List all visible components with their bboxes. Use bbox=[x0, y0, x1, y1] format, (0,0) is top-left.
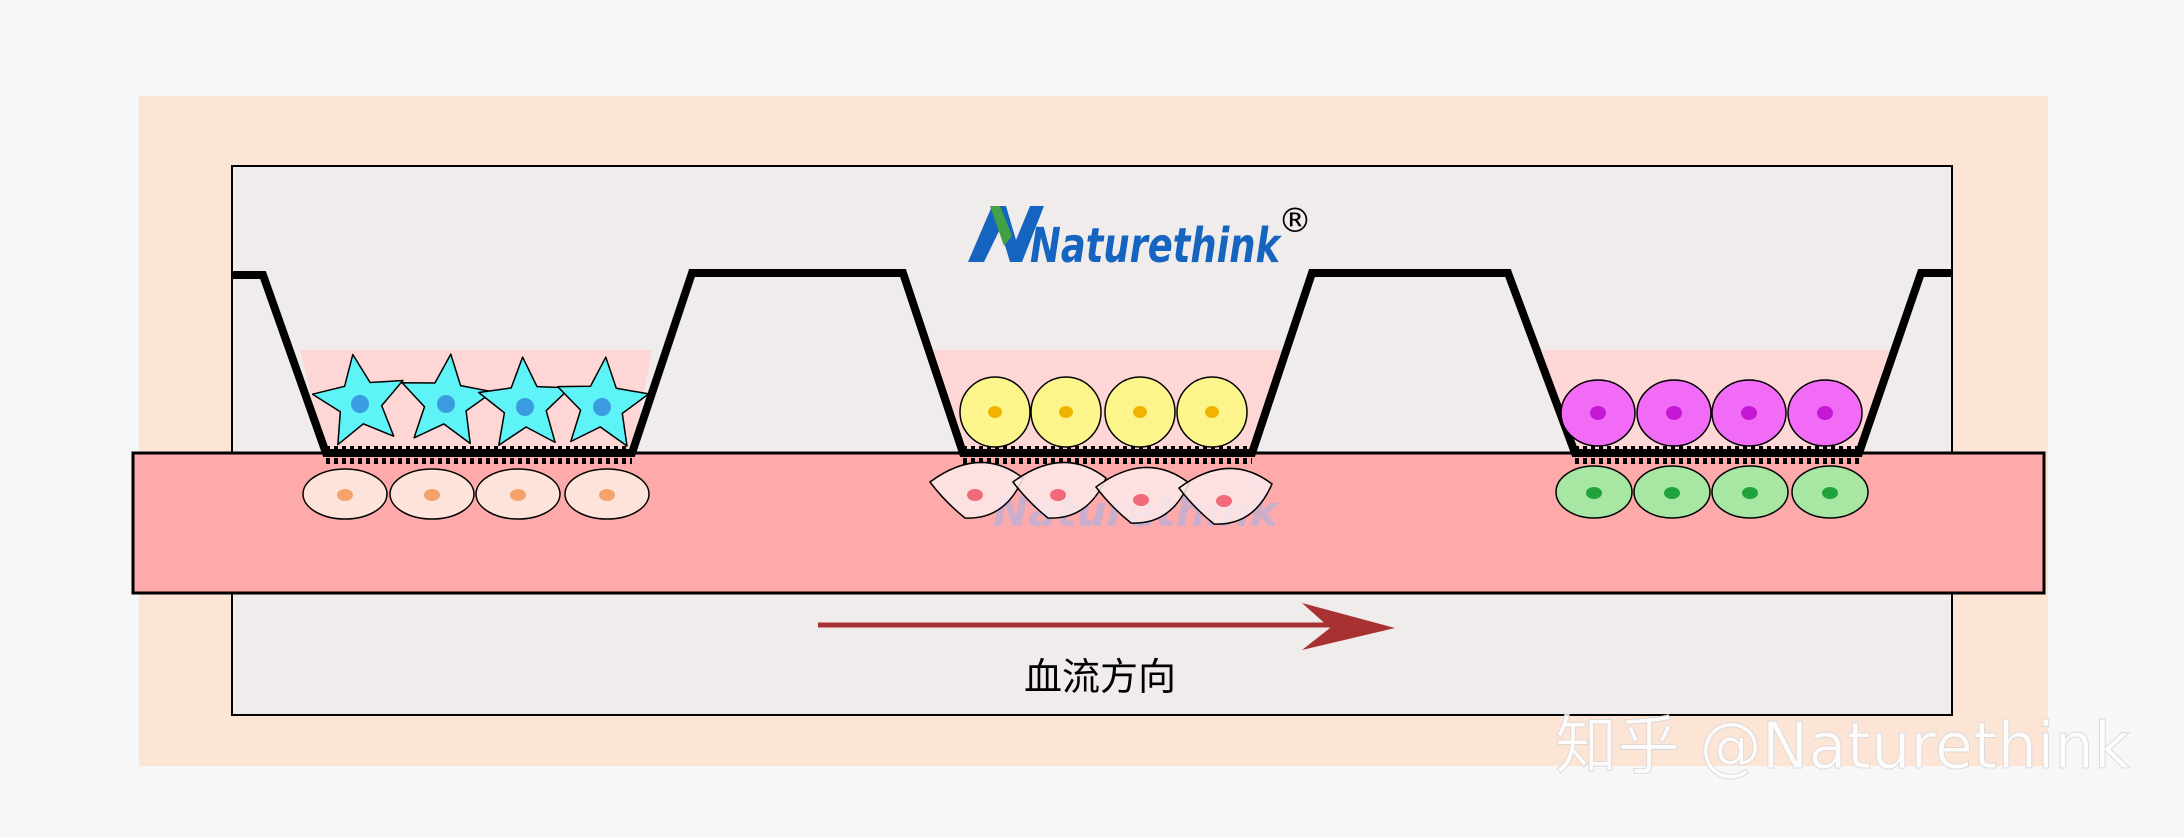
cell-nucleus bbox=[967, 489, 983, 501]
cell-nucleus bbox=[437, 395, 455, 413]
peach-cells bbox=[302, 468, 650, 520]
flow-direction-label: 血流方向 bbox=[1024, 655, 1176, 699]
cell-nucleus bbox=[599, 489, 615, 501]
cell-nucleus bbox=[351, 395, 369, 413]
peach-cell bbox=[389, 468, 475, 520]
magenta-cell bbox=[1560, 379, 1636, 447]
cell-nucleus bbox=[1590, 406, 1606, 420]
green-cell bbox=[1711, 465, 1789, 519]
cell-nucleus bbox=[1742, 487, 1758, 499]
cell-nucleus bbox=[1216, 495, 1232, 507]
cell-nucleus bbox=[1822, 487, 1838, 499]
leaf-cell bbox=[1011, 461, 1107, 519]
cell-nucleus bbox=[1666, 406, 1682, 420]
star-cell bbox=[556, 356, 650, 447]
green-cells bbox=[1555, 465, 1869, 519]
arrow-head-icon bbox=[1302, 603, 1395, 650]
cell-nucleus bbox=[510, 489, 526, 501]
yellow-cell bbox=[959, 376, 1031, 448]
green-cell bbox=[1555, 465, 1633, 519]
leaf-cell bbox=[1094, 466, 1190, 524]
yellow-cell bbox=[1176, 376, 1248, 448]
cell-nucleus bbox=[1817, 406, 1833, 420]
cell-nucleus bbox=[1664, 487, 1680, 499]
porous-membranes bbox=[326, 446, 1859, 464]
green-cell bbox=[1633, 465, 1711, 519]
cell-nucleus bbox=[1586, 487, 1602, 499]
cell-nucleus bbox=[593, 398, 611, 416]
cell-nucleus bbox=[1050, 489, 1066, 501]
cell-nucleus bbox=[1059, 406, 1073, 418]
yellow-cell bbox=[1104, 376, 1176, 448]
cell-nucleus bbox=[1741, 406, 1757, 420]
flow-arrow bbox=[818, 603, 1395, 650]
cell-nucleus bbox=[424, 489, 440, 501]
peach-cell bbox=[302, 468, 388, 520]
cell-nucleus bbox=[337, 489, 353, 501]
well-walls bbox=[232, 269, 1952, 457]
cell-nucleus bbox=[988, 406, 1002, 418]
site-watermark: 知乎 @Naturethink bbox=[1555, 710, 2130, 784]
cell-nucleus bbox=[1133, 406, 1147, 418]
peach-cell bbox=[475, 468, 561, 520]
yellow-cells bbox=[959, 376, 1248, 448]
magenta-cell bbox=[1787, 379, 1863, 447]
naturethink-logo: Naturethink ® bbox=[968, 201, 1312, 274]
logo-text: Naturethink bbox=[1030, 218, 1282, 274]
star-cell bbox=[401, 353, 494, 445]
star-cell bbox=[311, 353, 404, 446]
star-cells bbox=[311, 353, 650, 447]
cell-nucleus bbox=[1133, 494, 1149, 506]
magenta-cell bbox=[1711, 379, 1787, 447]
leaf-cell bbox=[928, 461, 1024, 519]
leaf-cells bbox=[928, 461, 1273, 525]
cell-nucleus bbox=[1205, 406, 1219, 418]
cell-nucleus bbox=[516, 398, 534, 416]
yellow-cell bbox=[1030, 376, 1102, 448]
magenta-cells bbox=[1560, 379, 1863, 447]
peach-cell bbox=[564, 468, 650, 520]
leaf-cell bbox=[1177, 467, 1273, 525]
magenta-cell bbox=[1636, 379, 1712, 447]
logo-registered-mark: ® bbox=[1278, 201, 1312, 241]
green-cell bbox=[1791, 465, 1869, 519]
logo-leaf-icon bbox=[990, 206, 1012, 246]
